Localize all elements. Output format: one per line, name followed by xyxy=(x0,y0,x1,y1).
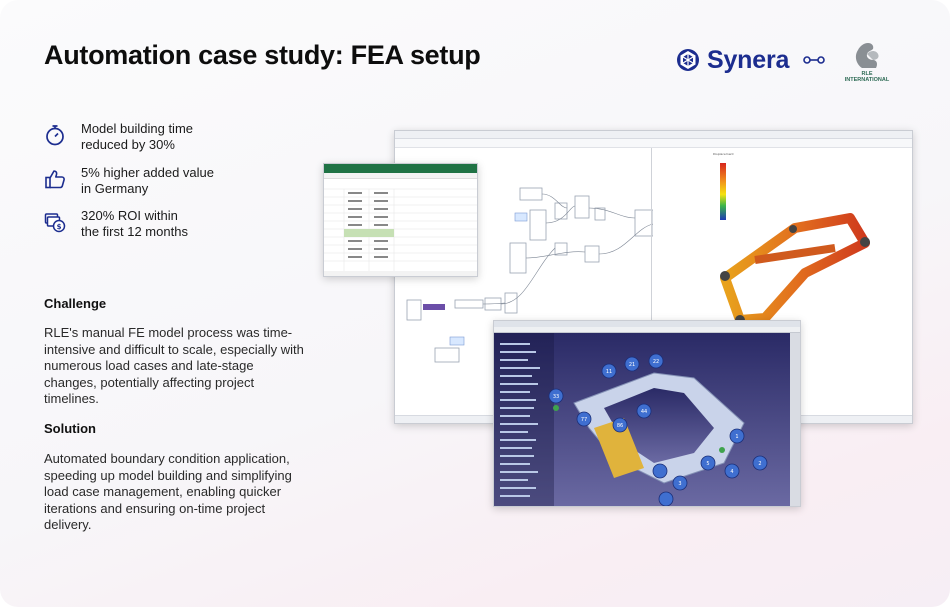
catia-marker: 86 xyxy=(617,423,623,429)
catia-marker: 1 xyxy=(735,434,738,440)
svg-text:$: $ xyxy=(57,223,62,231)
solution-heading: Solution xyxy=(44,421,96,436)
page-title: Automation case study: FEA setup xyxy=(44,40,481,70)
synera-logo: Synera xyxy=(676,40,825,80)
svg-text:Displacement: Displacement xyxy=(713,152,734,156)
catia-marker: 33 xyxy=(553,394,559,400)
partner-name: RLE INTERNATIONAL xyxy=(844,71,890,83)
rle-international-logo: RLE INTERNATIONAL xyxy=(840,38,894,83)
catia-marker: 22 xyxy=(653,359,659,365)
catia-marker: 11 xyxy=(606,369,612,375)
catia-model-screenshot: 11 21 22 44 86 33 77 1 5 4 2 3 xyxy=(493,320,801,507)
catia-viewport: 11 21 22 44 86 33 77 1 5 4 2 3 xyxy=(494,333,800,506)
stat-model-building-time: Model building time reduced by 30% xyxy=(44,121,241,153)
challenge-text: RLE's manual FE model process was time-i… xyxy=(44,325,304,406)
brand-name: Synera xyxy=(707,45,790,74)
link-icon xyxy=(803,56,825,64)
thumbs-up-icon xyxy=(45,170,65,189)
stat-line: the first 12 months xyxy=(81,224,188,239)
money-roi-icon: $ xyxy=(44,213,66,233)
catia-marker: 5 xyxy=(706,461,709,467)
spreadsheet-grid xyxy=(324,188,477,276)
stopwatch-icon xyxy=(46,125,64,146)
catia-marker: 4 xyxy=(730,469,733,475)
synera-mark-icon xyxy=(677,49,699,71)
stat-line: 5% higher added value xyxy=(81,165,214,180)
excel-sheet-screenshot xyxy=(323,163,478,277)
stat-added-value: 5% higher added value in Germany xyxy=(44,165,241,197)
catia-marker: 44 xyxy=(641,409,647,415)
rle-mascot-icon xyxy=(855,43,879,68)
catia-marker: 77 xyxy=(581,417,587,423)
stat-line: Model building time xyxy=(81,121,194,136)
catia-marker: 2 xyxy=(758,461,761,467)
stat-roi: $ 320% ROI within the first 12 months xyxy=(44,208,241,240)
challenge-heading: Challenge xyxy=(44,296,107,311)
stat-line: in Germany xyxy=(81,181,149,196)
catia-marker: 3 xyxy=(678,481,681,487)
solution-text: Automated boundary condition application… xyxy=(44,451,292,532)
stat-line: 320% ROI within xyxy=(81,208,178,223)
stat-line: reduced by 30% xyxy=(81,137,175,152)
catia-marker: 21 xyxy=(629,362,635,368)
